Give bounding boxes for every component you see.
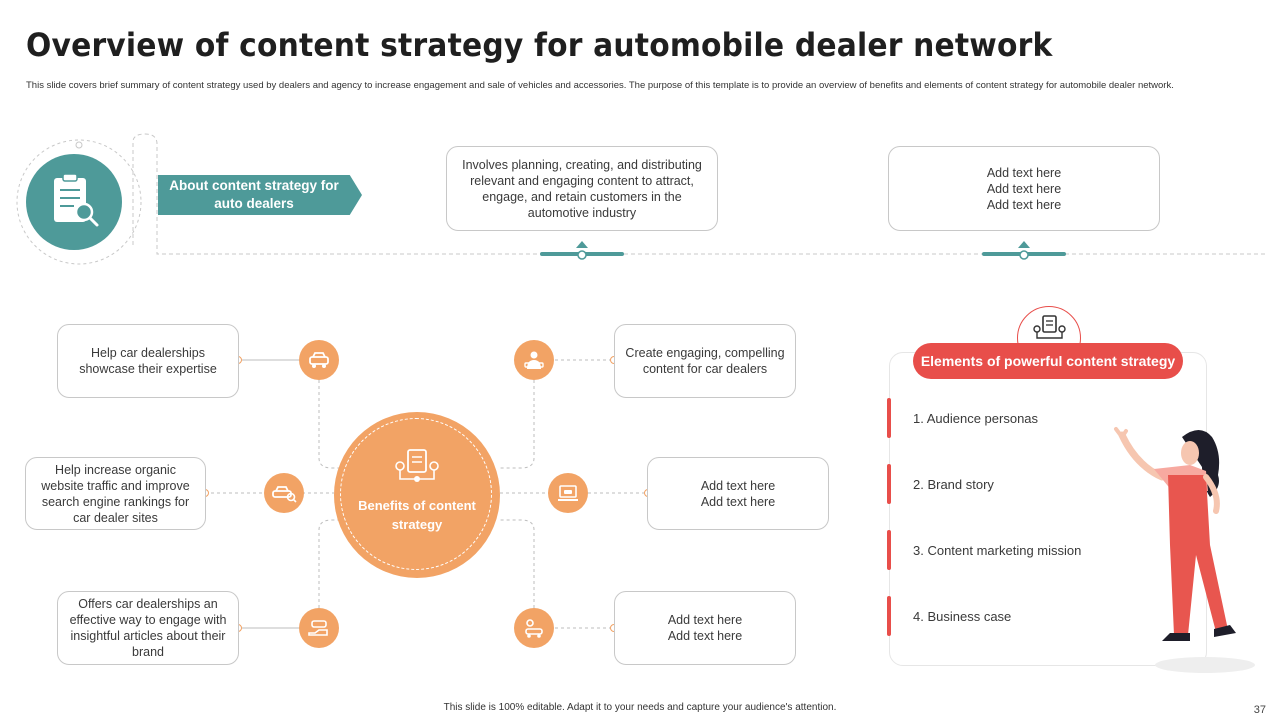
page-title: Overview of content strategy for automob… xyxy=(26,26,1053,64)
element-marker xyxy=(887,596,891,636)
car-icon xyxy=(299,340,339,380)
page-subtitle: This slide covers brief summary of conte… xyxy=(26,80,1174,91)
car-gear-icon xyxy=(514,608,554,648)
about-placeholder-line: Add text here xyxy=(986,197,1062,212)
benefit-box-left-3: Offers car dealerships an effective way … xyxy=(57,591,239,665)
benefit-box-right-1: Create engaging, compelling content for … xyxy=(614,324,796,398)
benefits-hub-label: Benefits of content strategy xyxy=(358,498,476,532)
about-placeholder-box: Add text here Add text here Add text her… xyxy=(888,146,1160,231)
car-laptop-icon xyxy=(548,473,588,513)
checklist-search-icon xyxy=(26,154,122,250)
benefit-text: Create engaging, compelling content for … xyxy=(625,346,785,376)
dealer-person-icon xyxy=(514,340,554,380)
element-item-1: 1. Audience personas xyxy=(913,411,1039,426)
footer-note: This slide is 100% editable. Adapt it to… xyxy=(443,702,837,713)
benefit-text: Add text here Add text here xyxy=(667,613,743,643)
woman-pointing-illustration xyxy=(1114,427,1255,673)
car-search-icon xyxy=(264,473,304,513)
benefit-text: Help car dealerships showcase their expe… xyxy=(79,346,217,376)
element-item-3: 3. Content marketing mission xyxy=(913,543,1082,558)
benefit-text: Add text here Add text here xyxy=(700,478,776,509)
element-item-2: 2. Brand story xyxy=(913,477,994,492)
page-number: 37 xyxy=(1253,704,1266,716)
element-marker xyxy=(887,398,891,438)
about-connector-lines xyxy=(16,133,1265,265)
element-item-4: 4. Business case xyxy=(913,609,1012,624)
about-description-text: Involves planning, creating, and distrib… xyxy=(462,157,702,220)
document-network-icon xyxy=(395,449,439,482)
about-strategy-tag: About content strategy for auto dealers xyxy=(158,175,362,215)
benefit-text: Help increase organic website traffic an… xyxy=(41,462,190,525)
benefit-box-right-3: Add text here Add text here xyxy=(614,591,796,665)
benefit-box-right-2: Add text here Add text here xyxy=(647,457,829,530)
about-description-box: Involves planning, creating, and distrib… xyxy=(446,146,718,231)
element-marker xyxy=(887,464,891,504)
about-placeholder-line: Add text here xyxy=(986,165,1062,180)
benefit-box-left-1: Help car dealerships showcase their expe… xyxy=(57,324,239,398)
benefits-hub: Benefits of content strategy xyxy=(334,412,500,578)
about-placeholder-line: Add text here xyxy=(986,181,1062,196)
elements-tag: Elements of powerful content strategy xyxy=(913,343,1183,379)
element-marker xyxy=(887,530,891,570)
car-hand-icon xyxy=(299,608,339,648)
benefit-text: Offers car dealerships an effective way … xyxy=(69,597,227,659)
benefit-box-left-2: Help increase organic website traffic an… xyxy=(25,457,206,530)
